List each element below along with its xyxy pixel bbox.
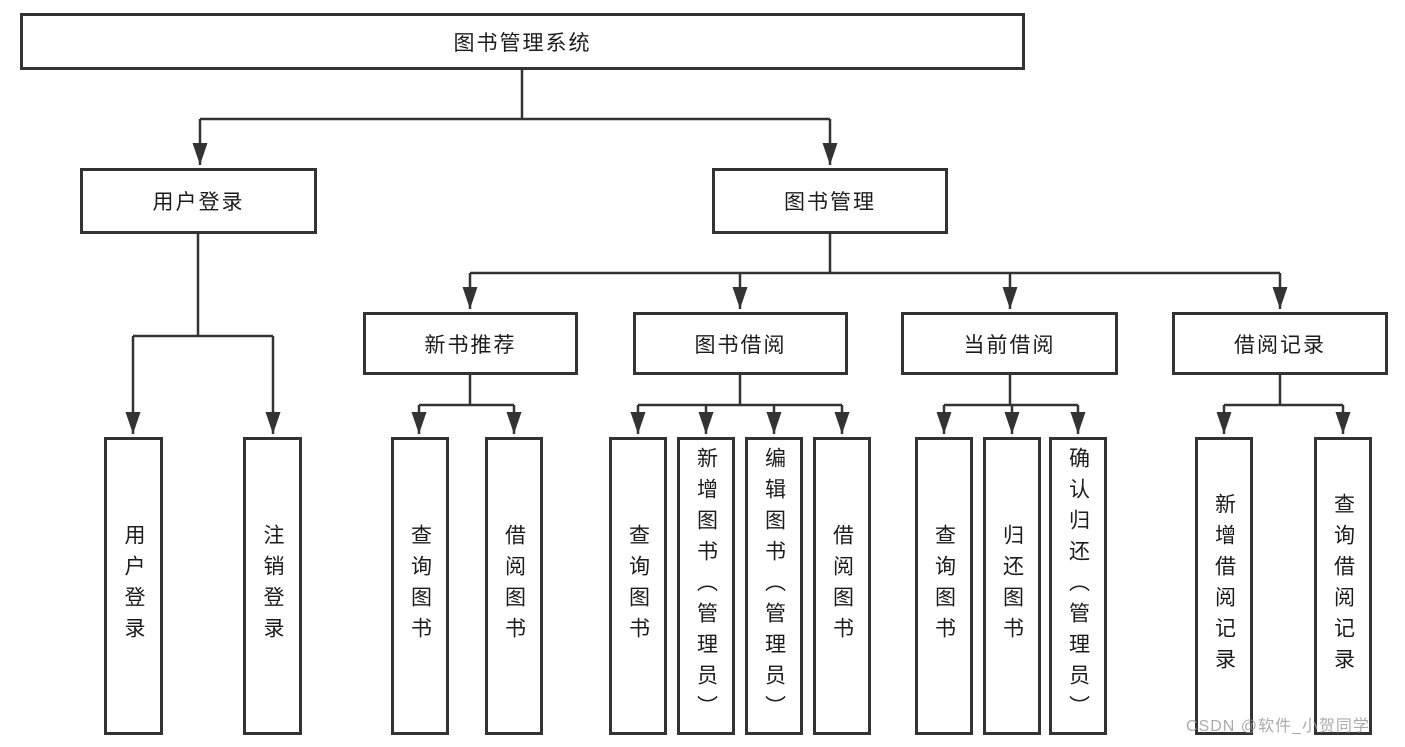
node-label: 图书管理 bbox=[784, 191, 876, 214]
node-root-system: 图书管理系统 bbox=[20, 13, 1025, 70]
node-label: 用户登录 bbox=[122, 524, 145, 648]
node-label: 图书管理系统 bbox=[453, 31, 592, 55]
leaf-add-books-admin: 新增图书（管理员） bbox=[677, 437, 735, 735]
node-book-borrow: 图书借阅 bbox=[633, 312, 848, 375]
node-label: 确认归还（管理员） bbox=[1066, 446, 1090, 726]
node-label: 用户登录 bbox=[152, 191, 245, 214]
leaf-user-login: 用户登录 bbox=[104, 437, 163, 735]
leaf-borrow-books-2: 借阅图书 bbox=[813, 437, 871, 735]
leaf-return-books: 归还图书 bbox=[983, 437, 1041, 735]
node-label: 借阅图书 bbox=[502, 524, 526, 648]
node-label: 编辑图书（管理员） bbox=[762, 446, 786, 726]
leaf-query-books-1: 查询图书 bbox=[391, 437, 449, 735]
node-label: 新增图书（管理员） bbox=[694, 446, 718, 726]
leaf-confirm-return-admin: 确认归还（管理员） bbox=[1049, 437, 1107, 735]
node-label: 查询图书 bbox=[626, 524, 650, 648]
node-user-login: 用户登录 bbox=[80, 168, 317, 234]
node-label: 查询借阅记录 bbox=[1331, 493, 1355, 679]
node-current-borrow: 当前借阅 bbox=[901, 312, 1118, 375]
node-label: 归还图书 bbox=[1000, 524, 1024, 648]
node-label: 借阅记录 bbox=[1234, 333, 1326, 357]
node-label: 查询图书 bbox=[932, 524, 956, 648]
leaf-query-books-3: 查询图书 bbox=[915, 437, 973, 735]
node-label: 注销登录 bbox=[261, 524, 284, 648]
csdn-watermark: CSDN @软件_小贺同学 bbox=[1186, 718, 1370, 735]
node-label: 查询图书 bbox=[408, 524, 432, 648]
leaf-query-books-2: 查询图书 bbox=[609, 437, 667, 735]
leaf-query-borrow-record: 查询借阅记录 bbox=[1314, 437, 1372, 735]
node-new-book-recommend: 新书推荐 bbox=[363, 312, 578, 375]
leaf-add-borrow-record: 新增借阅记录 bbox=[1195, 437, 1253, 735]
leaf-borrow-books-1: 借阅图书 bbox=[485, 437, 543, 735]
node-label: 当前借阅 bbox=[963, 333, 1056, 357]
node-borrow-records: 借阅记录 bbox=[1172, 312, 1388, 375]
node-label: 图书借阅 bbox=[694, 333, 787, 357]
node-label: 新书推荐 bbox=[424, 333, 517, 357]
node-book-management: 图书管理 bbox=[712, 168, 948, 234]
leaf-logout: 注销登录 bbox=[243, 437, 302, 735]
node-label: 新增借阅记录 bbox=[1212, 493, 1236, 679]
leaf-edit-books-admin: 编辑图书（管理员） bbox=[745, 437, 803, 735]
node-label: 借阅图书 bbox=[830, 524, 854, 648]
